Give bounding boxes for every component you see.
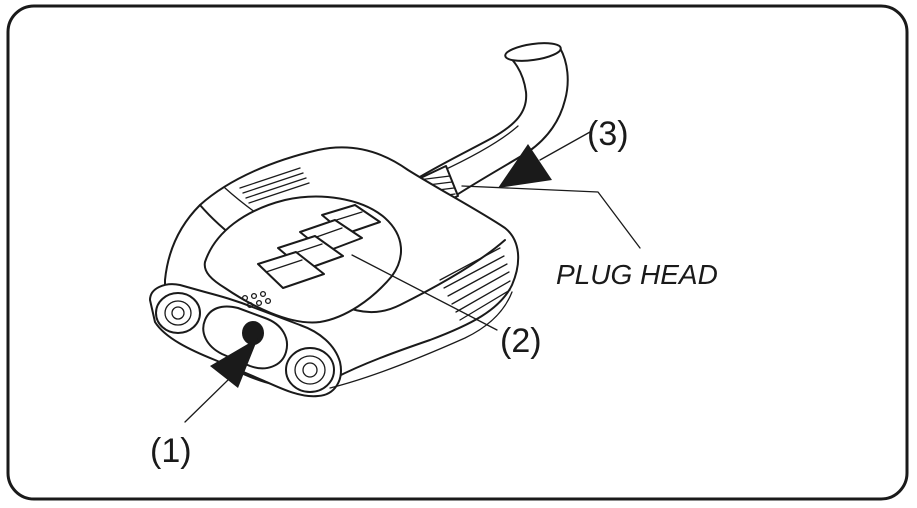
pointer-arrow-1 [210,338,258,388]
callout-3: (3) [498,115,629,188]
callout-2: (2) [351,254,542,360]
callout-3-label: (3) [587,115,629,153]
plug-head-callout: PLUG HEAD [461,185,718,290]
control-buttons [257,204,381,289]
diagram-frame [6,4,909,501]
mic-holes [241,290,272,309]
hose [411,42,569,211]
callout-1-label: (1) [150,432,192,470]
right-lamp [285,347,335,393]
plug-head-label: PLUG HEAD [556,259,718,290]
left-lamp [155,292,201,334]
callout-1: (1) [150,338,258,470]
top-vents [239,167,310,204]
callout-2-label: (2) [500,322,542,360]
device-illustration [149,42,569,398]
sensor-dot [242,321,264,345]
side-vents [439,247,511,321]
pointer-arrow-3 [498,144,552,188]
